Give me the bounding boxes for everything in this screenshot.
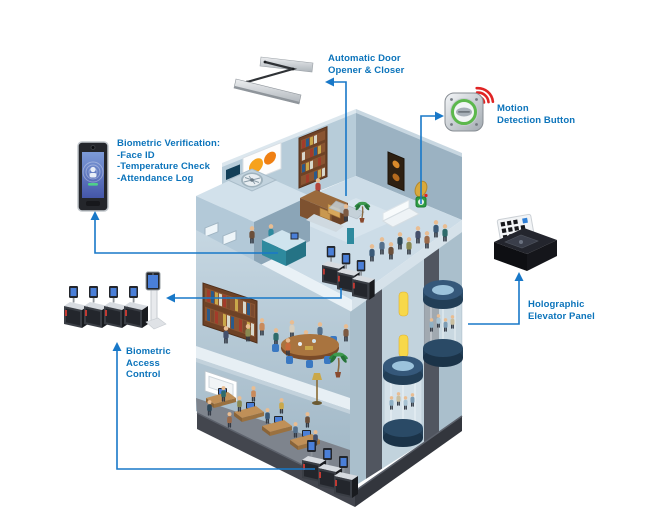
wall-art-dark [387, 151, 405, 192]
face-recognition-terminal-icon [77, 141, 109, 212]
elevator-capsule-lower [383, 356, 423, 447]
connectors [90, 77, 524, 470]
connector-motion-button [420, 111, 444, 204]
motion-detection-button-icon [444, 86, 495, 132]
access-control-gates-icon [64, 271, 167, 330]
reception-area [249, 178, 372, 266]
smart-building [196, 109, 463, 507]
capsule-bottom-cap [423, 339, 463, 367]
elevator-capsule-upper [423, 280, 463, 367]
wall-tv-icon [226, 164, 240, 180]
label-biometric-verification: Biometric Verification: -Face ID -Temper… [117, 138, 221, 184]
capsule-bottom-cap [383, 419, 423, 447]
floor-slab [196, 346, 350, 410]
label-motion-detection: Motion Detection Button [497, 103, 576, 126]
floor-slab-shadow [196, 358, 350, 414]
capsule-top-cap [383, 356, 423, 385]
shaft-light [398, 334, 409, 358]
office-floor-contents [206, 373, 322, 450]
connector-auto-door [325, 77, 347, 196]
ac-fan-icon [226, 168, 278, 192]
connector-access-gates [166, 288, 342, 303]
lobby-sofa [381, 199, 421, 228]
connector-verification [90, 211, 278, 254]
meeting-floor [223, 318, 350, 378]
label-holographic-elevator-panel: Holographic Elevator Panel [528, 299, 595, 322]
floor-lamp [312, 373, 322, 405]
capsule-top-cap [423, 280, 463, 309]
connector-access-control [112, 342, 315, 470]
face-scan-kiosk-icon [145, 271, 167, 330]
label-biometric-access-control: Biometric Access Control [126, 346, 171, 381]
lobby-bookshelf [298, 125, 328, 189]
holographic-elevator-panel-icon [494, 213, 557, 271]
info-kiosk [347, 228, 354, 244]
shaft-light [398, 291, 409, 317]
automatic-door-opener-icon [233, 56, 314, 105]
label-automatic-door: Automatic Door Opener & Closer [328, 53, 405, 76]
checkin-counter [262, 224, 306, 266]
connector-holographic-panel [468, 272, 524, 325]
meeting-table [272, 334, 339, 368]
